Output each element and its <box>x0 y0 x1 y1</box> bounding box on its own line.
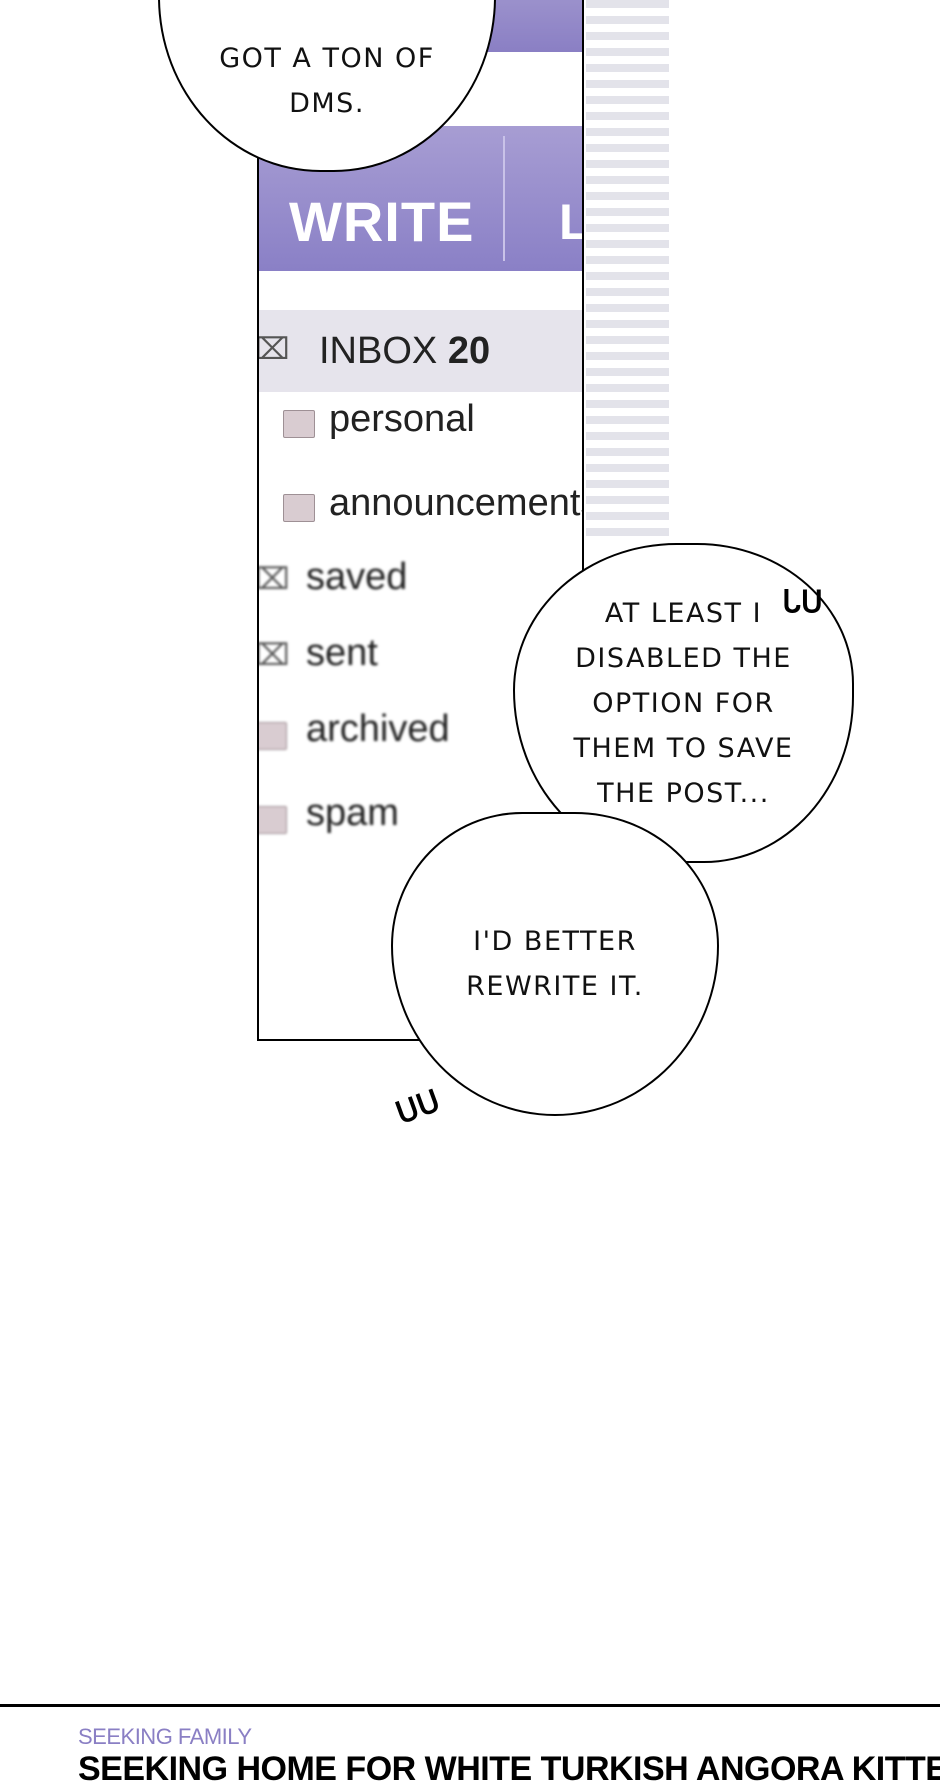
sweat-drops-icon: ᒐᑌ <box>782 586 823 619</box>
folder-inbox[interactable]: ⌧ INBOX 20 <box>259 310 582 392</box>
bubble-text: I'D BETTER REWRITE IT. <box>466 926 644 1002</box>
bubble-text: AT LEAST I DISABLED THE OPTION FOR THEM … <box>573 597 794 809</box>
write-button[interactable]: WRITE <box>289 190 475 253</box>
nav-bar: WRITE L <box>259 126 582 271</box>
folder-label: INBOX <box>319 330 438 372</box>
folder-icon <box>259 722 287 750</box>
folder-icon <box>283 494 315 522</box>
striped-scroll-area <box>586 0 669 541</box>
folder-label: saved <box>306 556 408 598</box>
folder-icon <box>283 410 315 438</box>
folder-label: spam <box>306 792 399 834</box>
envelope-icon: ⌧ <box>257 333 290 366</box>
speech-bubble: I'D BETTER REWRITE IT. <box>391 812 719 1116</box>
post-category: SEEKING FAMILY <box>78 1724 252 1749</box>
folder-label: announcements <box>329 482 584 524</box>
nav-item-partial[interactable]: L <box>559 192 582 252</box>
folder-label: archived <box>306 708 450 750</box>
envelope-icon: ⌧ <box>257 563 290 596</box>
folder-icon <box>259 806 287 834</box>
bubble-text: GOT A TON OF DMS. <box>219 43 435 119</box>
folder-label: sent <box>306 632 378 674</box>
folder-label: personal <box>329 398 475 440</box>
post-headline[interactable]: SEEKING HOME FOR WHITE TURKISH ANGORA KI… <box>78 1750 940 1788</box>
unread-count: 20 <box>447 330 491 372</box>
speech-bubble: AT LEAST I DISABLED THE OPTION FOR THEM … <box>513 543 854 863</box>
nav-divider <box>503 136 505 261</box>
envelope-icon: ⌧ <box>257 639 290 672</box>
sweat-drops-icon: ᑌᑌ <box>391 1084 445 1131</box>
divider <box>0 1704 940 1707</box>
